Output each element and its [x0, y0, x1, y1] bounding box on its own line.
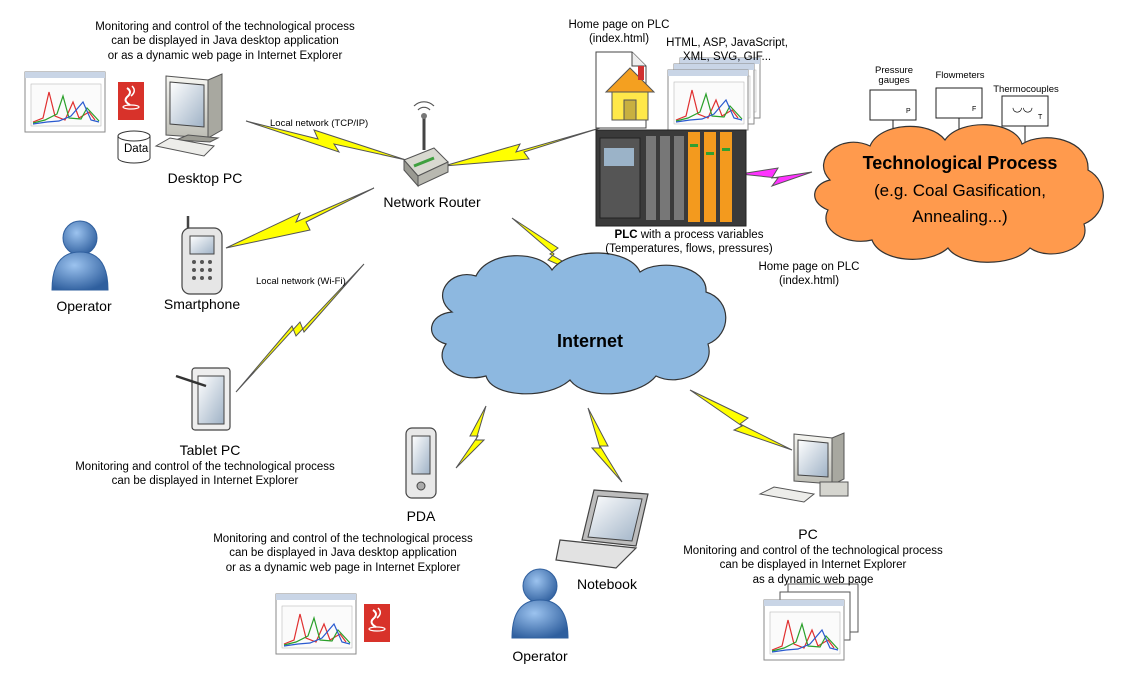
- smartphone-icon: [181, 216, 223, 295]
- flowmeters-label: Flowmeters: [935, 70, 985, 81]
- plc-home-bottom-label: Home page on PLC (index.html): [744, 260, 874, 289]
- pc-caption: Monitoring and control of the technologi…: [648, 544, 978, 587]
- pc-label: PC: [798, 526, 818, 542]
- operator-left-icon: [51, 220, 109, 291]
- desktop-screenshot: [24, 71, 106, 133]
- plc-caption-line2: (Temperatures, flows, pressures): [605, 243, 773, 256]
- desktop-pc-label: Desktop PC: [167, 170, 243, 186]
- desktop-caption-line: Monitoring and control of the technologi…: [95, 21, 355, 33]
- tablet-caption: Monitoring and control of the technologi…: [40, 460, 370, 489]
- pc-caption-line: Monitoring and control of the technologi…: [683, 545, 943, 557]
- operator-bottom-label: Operator: [512, 648, 568, 664]
- tablet-label: Tablet PC: [179, 442, 241, 458]
- pressure-gauges-line: Pressure: [874, 65, 913, 76]
- lightning-link-internet-notebook: [587, 407, 623, 483]
- pc-icon: [758, 432, 849, 503]
- plc-formats-line: XML, SVG, GIF...: [682, 51, 772, 64]
- smartphone-label: Smartphone: [163, 296, 241, 312]
- router-label: Network Router: [383, 194, 481, 210]
- pc-screenshot-stack: [763, 583, 859, 661]
- pda-caption-line: can be displayed in Java desktop applica…: [229, 547, 457, 560]
- desktop-caption-line: or as a dynamic web page in Internet Exp…: [107, 49, 343, 62]
- plc-home-top-label: Home page on PLC (index.html): [554, 18, 684, 47]
- notebook-label: Notebook: [577, 576, 637, 592]
- tablet-icon: [175, 367, 231, 431]
- internet-cloud: [430, 252, 727, 395]
- pda-caption-line: or as a dynamic web page in Internet Exp…: [225, 561, 461, 574]
- tablet-caption-line: Monitoring and control of the technologi…: [75, 461, 335, 473]
- notebook-icon: [555, 489, 649, 569]
- plc-formats-label: HTML, ASP, JavaScript, XML, SVG, GIF...: [662, 36, 792, 65]
- plc-device-icon: [595, 129, 747, 227]
- home-icon: [604, 66, 656, 121]
- plc-home-top-line: (index.html): [588, 33, 650, 46]
- process-cloud: [814, 124, 1104, 263]
- java-logo: [117, 81, 145, 121]
- tablet-caption-line: can be displayed in Internet Explorer: [111, 475, 299, 488]
- plc-screenshot-stack: [667, 57, 761, 131]
- thermocouple-box: [1001, 95, 1049, 150]
- pressure-letter: P: [906, 108, 911, 115]
- pda-label: PDA: [406, 508, 436, 524]
- desktop-pc-icon: [154, 73, 223, 157]
- lan-tcp-label: Local network (TCP/IP): [270, 118, 369, 129]
- java-logo-bottom: [363, 603, 391, 643]
- plc-caption-bold: PLC: [614, 229, 638, 241]
- thermo-letter: T: [1038, 114, 1043, 121]
- operator-bottom-icon: [511, 568, 569, 639]
- plc-caption: PLC with a process variables (Temperatur…: [584, 228, 794, 257]
- lightning-link-smartphone-router: [225, 187, 375, 249]
- flowmeter-box: [935, 87, 983, 146]
- pressure-gauges-label: Pressure gauges: [866, 65, 922, 87]
- pressure-gauges-line: gauges: [878, 75, 910, 87]
- process-line3: Annealing...): [912, 207, 1008, 226]
- internet-label: Internet: [556, 331, 623, 351]
- lightning-link-internet-pc: [689, 389, 793, 451]
- lightning-link-internet-pda: [455, 405, 487, 469]
- pc-caption-line: can be displayed in Internet Explorer: [719, 559, 907, 572]
- lightning-link-tablet-router: [235, 263, 365, 393]
- pressure-gauge-box: [869, 89, 917, 150]
- operator-left-label: Operator: [56, 298, 112, 314]
- plc-home-top-line: Home page on PLC: [568, 19, 670, 31]
- plc-home-bottom-line: (index.html): [778, 275, 840, 288]
- data-label: Data: [124, 143, 149, 155]
- pc-caption-line: as a dynamic web page: [752, 573, 874, 586]
- plc-formats-line: HTML, ASP, JavaScript,: [666, 37, 788, 49]
- process-title: Technological Process: [862, 153, 1058, 173]
- pda-caption: Monitoring and control of the technologi…: [178, 532, 508, 575]
- pda-icon: [405, 427, 437, 499]
- process-line2: (e.g. Coal Gasification,: [874, 181, 1046, 200]
- lan-wifi-label: Local network (Wi-Fi): [256, 276, 346, 287]
- lightning-link-router-plc: [443, 127, 601, 167]
- desktop-caption-line: can be displayed in Java desktop applica…: [111, 35, 339, 48]
- lightning-link-plc-process: [739, 167, 813, 188]
- plc-caption-rest: with a process variables: [637, 229, 764, 241]
- router-icon: [403, 101, 449, 188]
- thermocouples-label: Thermocouples: [993, 84, 1059, 95]
- pda-caption-line: Monitoring and control of the technologi…: [213, 533, 473, 545]
- pda-screenshot: [275, 593, 357, 655]
- database-icon: [117, 130, 151, 164]
- flow-letter: F: [972, 106, 977, 113]
- thermocouple-symbol: ◡◡: [1012, 100, 1033, 114]
- desktop-caption: Monitoring and control of the technologi…: [60, 20, 390, 63]
- plc-home-bottom-line: Home page on PLC: [758, 261, 860, 273]
